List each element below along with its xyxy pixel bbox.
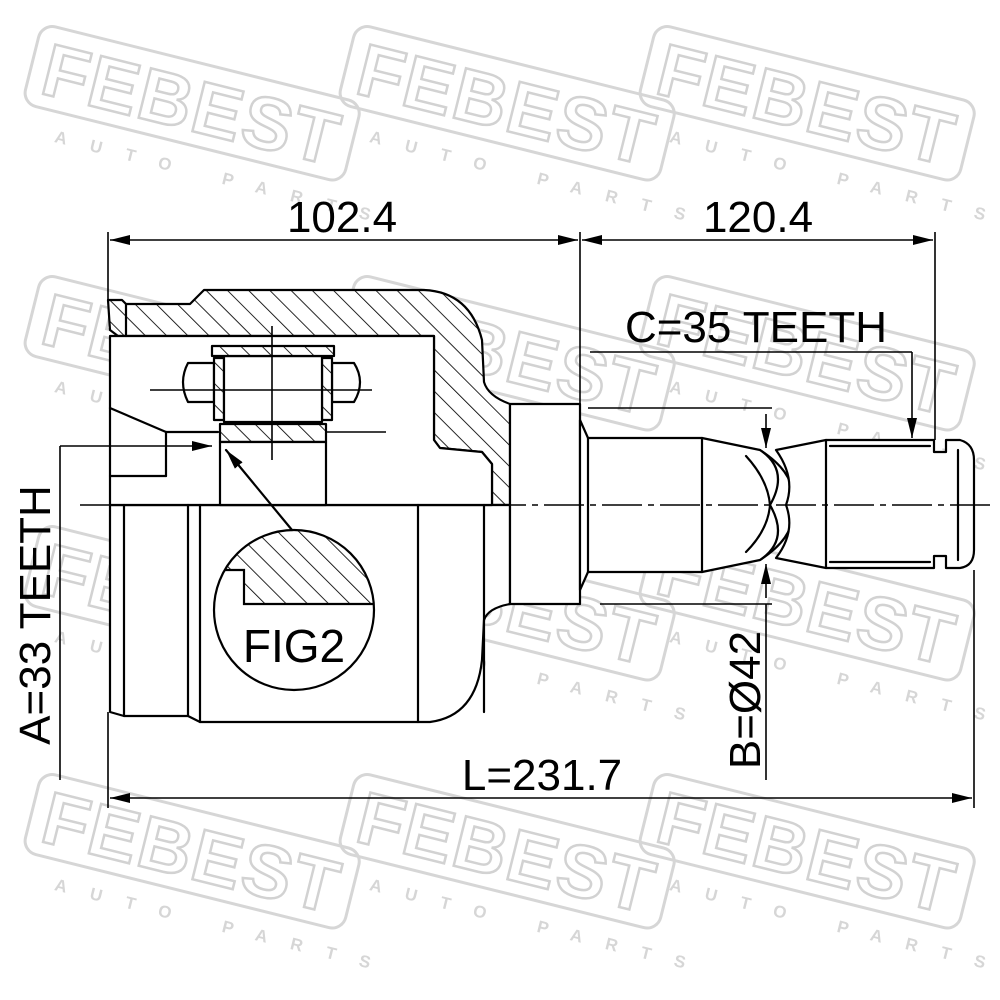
- watermark-brand: FEBEST: [34, 28, 349, 182]
- watermark-logo: FEBEST AUTO PARTS: [638, 773, 1000, 978]
- roller-cap-right: [330, 361, 362, 404]
- watermark-brand: FEBEST: [349, 28, 664, 182]
- watermark-logo: FEBEST AUTO PARTS: [23, 773, 396, 978]
- dim-spline-a: A=33 TEETH: [11, 485, 60, 745]
- trunnion-band: [218, 422, 328, 444]
- trunnion-shaft: [218, 440, 328, 507]
- dim-right-width: 120.4: [703, 193, 813, 242]
- dim-total-length: L=231.7: [462, 751, 622, 800]
- needle-bearing-left: [212, 356, 226, 422]
- tripod-roller: [150, 326, 386, 507]
- dim-left-width: 102.4: [287, 193, 397, 242]
- shaft-flange: [508, 402, 582, 606]
- fig2-circle: [212, 528, 376, 692]
- dim-diameter-b: B=Ø42: [721, 631, 770, 769]
- watermark-brand: FEBEST: [649, 776, 964, 930]
- watermark-logo: FEBEST AUTO PARTS: [638, 25, 1000, 230]
- dim-spline-c: C=35 TEETH: [625, 303, 887, 352]
- fig2-leader-arrow: [224, 448, 294, 532]
- snap-ring: [210, 344, 336, 358]
- watermark-brand: FEBEST: [649, 28, 964, 182]
- fig2-label: FIG2: [243, 620, 345, 672]
- needle-bearing-right: [320, 356, 334, 422]
- roller-cap-left: [181, 361, 216, 404]
- spline-end: [774, 438, 976, 570]
- watermark-brand: FEBEST: [34, 776, 349, 930]
- roller-body: [222, 354, 324, 424]
- dimension-lines: 102.4 120.4 C=35 TEETH B=Ø42 A=33 TEETH …: [11, 193, 975, 808]
